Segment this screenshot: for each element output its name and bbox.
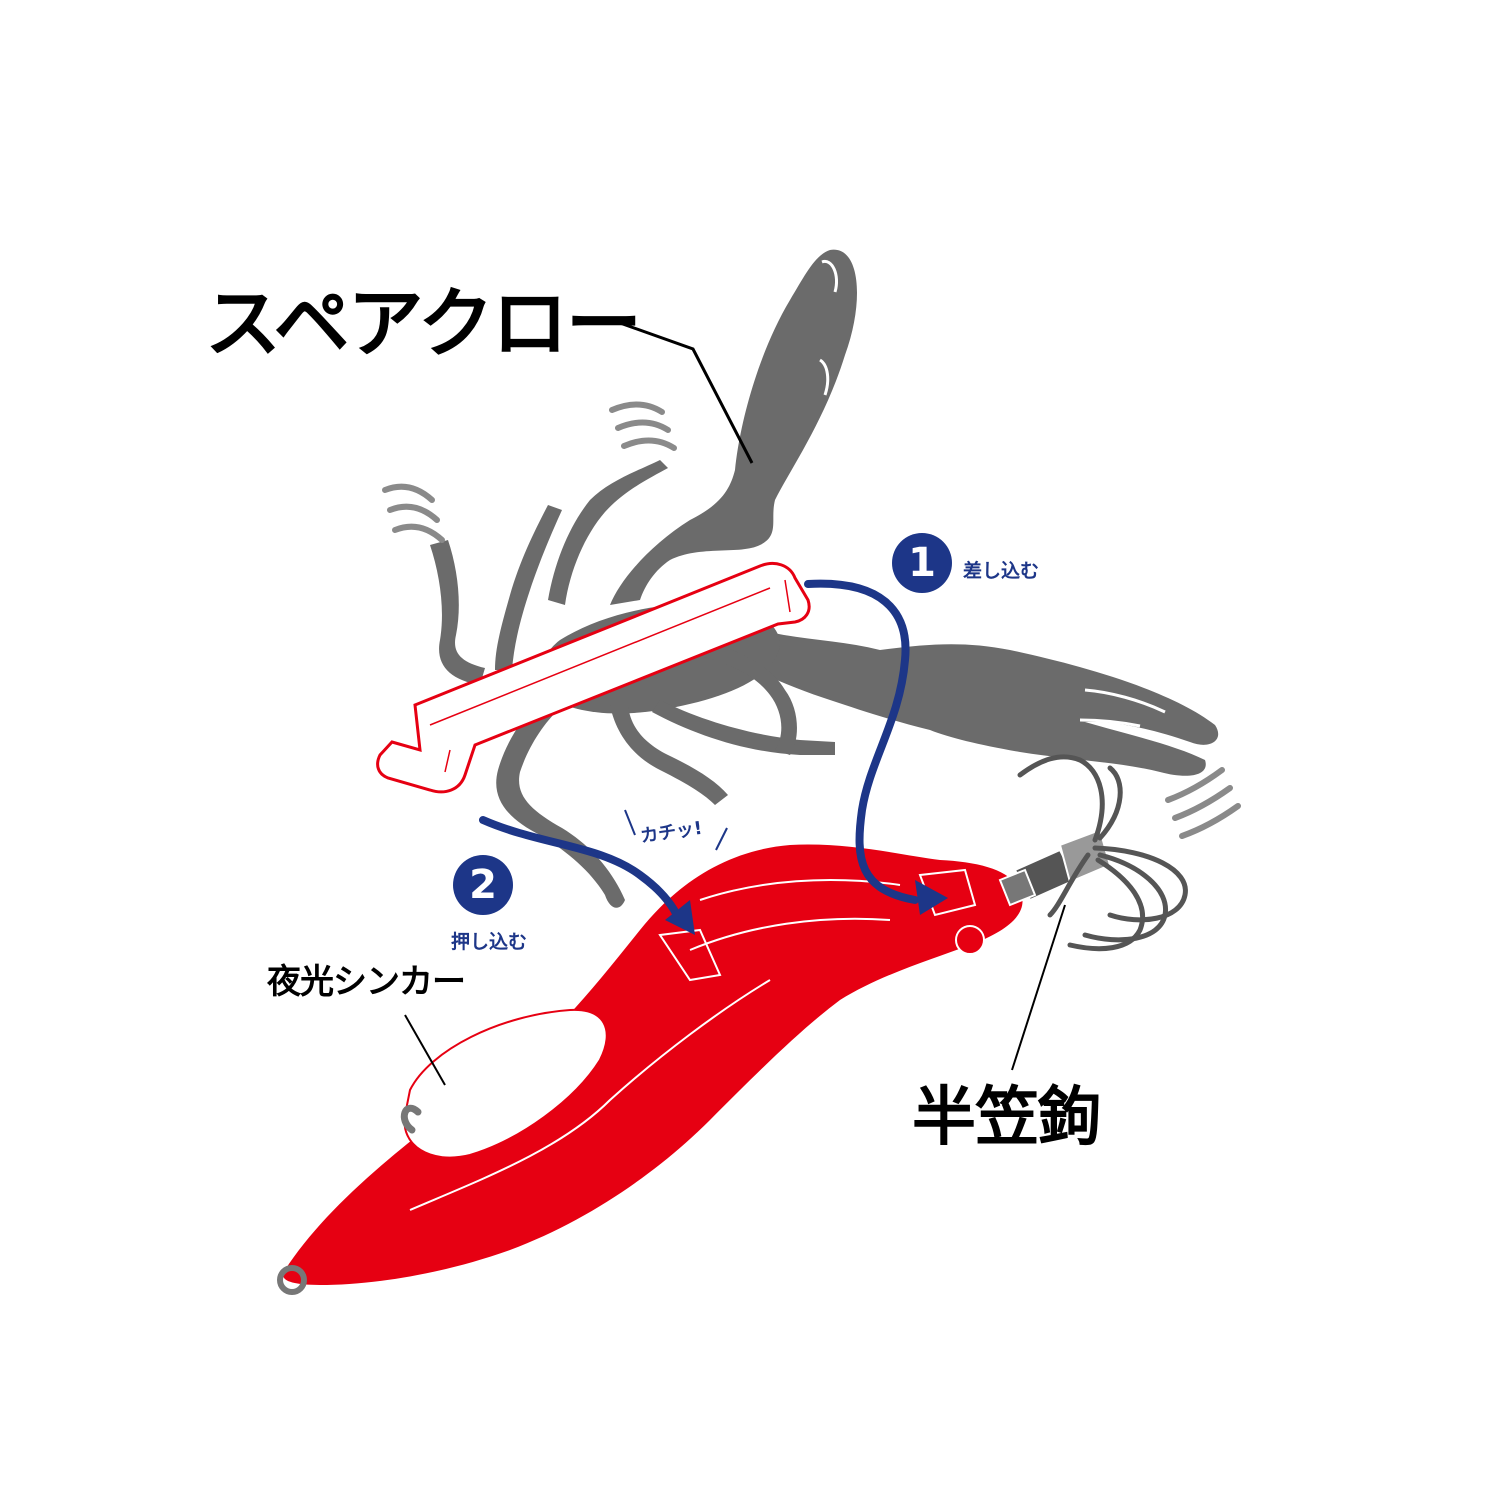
crayfish-leg (610, 705, 728, 805)
label-glow-sinker: 夜光シンカー (267, 962, 466, 1002)
step-2-text: 押し込む (451, 931, 528, 953)
crayfish-leg (495, 505, 562, 670)
crayfish-leg (496, 700, 625, 908)
click-marks (624, 809, 728, 851)
step-1-text: 差し込む (963, 560, 1040, 582)
crayfish-leg (652, 700, 835, 755)
glow-sinker-icon (400, 1008, 608, 1159)
crayfish-leg (548, 460, 668, 605)
leader-line-spear-claw (619, 321, 754, 464)
arrow-step-2 (479, 816, 695, 935)
crayfish-leg (430, 540, 485, 685)
vibration-lines-icon (382, 401, 1241, 839)
eye-ring (277, 1265, 307, 1295)
step-2-badge: 2 (453, 855, 513, 915)
upper-claw (610, 249, 857, 605)
step-1-badge: 1 (892, 533, 952, 593)
arrow-step-1 (804, 579, 948, 915)
lower-claw (740, 630, 1219, 776)
clip-outline-icon[interactable] (376, 562, 811, 794)
label-spear-claw: スペアクロー (205, 279, 642, 368)
umbrella-hook-icon (998, 754, 1188, 1071)
label-hook: 半笠鉤 (912, 1081, 1102, 1155)
